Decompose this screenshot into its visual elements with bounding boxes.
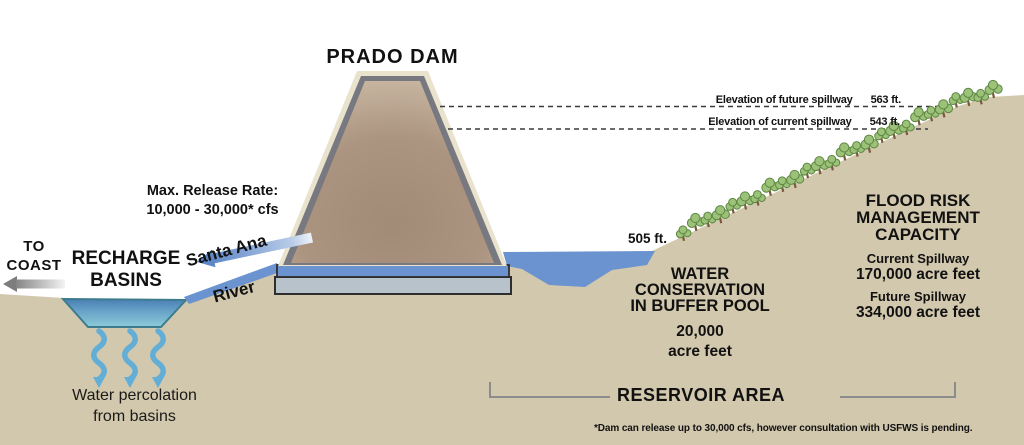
- pool-elevation-label: 505 ft.: [628, 231, 668, 246]
- dam-body: [278, 71, 507, 266]
- recharge-basins-label: RECHARGE BASINS: [71, 248, 181, 291]
- buffer-pool-water: [503, 251, 655, 287]
- recharge-basin-water: [60, 297, 189, 328]
- max-release-line1: Max. Release Rate:: [146, 183, 279, 199]
- footnote: *Dam can release up to 30,000 cfs, howev…: [594, 423, 973, 434]
- diagram-title: PRADO DAM: [326, 46, 459, 68]
- buffer-pool-volume: 20,000: [676, 323, 724, 340]
- hillside-bushes: [675, 79, 1003, 242]
- reservoir-bracket: [489, 382, 956, 398]
- buffer-pool-volume-unit: acre feet: [668, 343, 732, 360]
- dam-outlet-water-strip: [276, 264, 510, 278]
- to-coast-arrow-icon: [3, 276, 65, 292]
- spillway-dashed-lines: [440, 105, 945, 130]
- max-release-line2: 10,000 - 30,000* cfs: [146, 201, 279, 218]
- ground: [0, 95, 1024, 445]
- reservoir-area-label: RESERVOIR AREA: [617, 385, 786, 405]
- future-spillway-capacity-label: Future Spillway: [869, 289, 967, 304]
- river-channel: [184, 263, 277, 304]
- future-spillway-elevation: Elevation of future spillway 563 ft.: [716, 94, 901, 106]
- percolation-arrows-icon: [91, 328, 166, 388]
- percolation-label: Water percolation from basins: [72, 387, 197, 425]
- dam-foundation-slab: [274, 276, 512, 295]
- river-flow-arrow-icon: [197, 232, 313, 268]
- future-spillway-capacity-value: 334,000 acre feet: [855, 304, 981, 321]
- water-conservation-block: WATER CONSERVATION IN BUFFER POOL 20,000…: [607, 266, 793, 362]
- current-spillway-label: Elevation of current spillway: [708, 116, 852, 128]
- future-spillway-value: 563 ft.: [870, 94, 902, 106]
- flood-risk-block: FLOOD RISK MANAGEMENT CAPACITY Current S…: [818, 192, 1018, 321]
- current-spillway-capacity-value: 170,000 acre feet: [855, 266, 981, 283]
- future-spillway-label: Elevation of future spillway: [715, 94, 853, 106]
- max-release-rate: Max. Release Rate: 10,000 - 30,000* cfs: [120, 182, 305, 220]
- current-spillway-elevation: Elevation of current spillway 543 ft.: [708, 116, 900, 128]
- current-spillway-value: 543 ft.: [869, 116, 901, 128]
- current-spillway-capacity-label: Current Spillway: [866, 251, 970, 266]
- to-coast-label: TO COAST: [6, 238, 62, 275]
